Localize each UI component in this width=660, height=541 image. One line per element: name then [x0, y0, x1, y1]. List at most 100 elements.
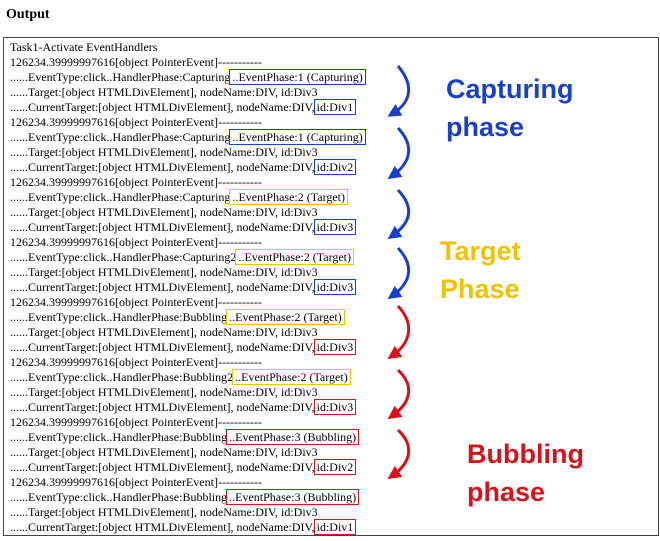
- event-phase-badge: ..EventPhase:2 (Target): [229, 189, 349, 205]
- log-current-target: ......CurrentTarget:[object HTMLDivEleme…: [10, 99, 357, 115]
- output-heading: Output: [6, 7, 50, 22]
- log-target: ......Target:[object HTMLDivElement], no…: [10, 445, 318, 460]
- current-target-id-badge: id:Div3: [313, 279, 357, 295]
- handler-phase-text: ......EventType:click..HandlerPhase:Bubb…: [10, 430, 228, 444]
- target-label-line1: Target: [440, 236, 521, 266]
- event-header-text: 126234.39999997616[object PointerEvent]-…: [10, 415, 262, 429]
- log-current-target: ......CurrentTarget:[object HTMLDivEleme…: [10, 459, 357, 475]
- target-text: ......Target:[object HTMLDivElement], no…: [10, 445, 318, 459]
- event-header-text: 126234.39999997616[object PointerEvent]-…: [10, 235, 262, 249]
- log-event-type: ......EventType:click..HandlerPhase:Bubb…: [10, 489, 360, 505]
- capture-arrow-1: [387, 65, 411, 117]
- bubble-arrow-1: [387, 304, 411, 360]
- log-current-target: ......CurrentTarget:[object HTMLDivEleme…: [10, 219, 357, 235]
- current-target-text: ......CurrentTarget:[object HTMLDivEleme…: [10, 280, 315, 294]
- log-event-header: 126234.39999997616[object PointerEvent]-…: [10, 475, 262, 490]
- log-event-header: 126234.39999997616[object PointerEvent]-…: [10, 295, 262, 310]
- handler-phase-text: ......EventType:click..HandlerPhase:Bubb…: [10, 370, 234, 384]
- current-target-text: ......CurrentTarget:[object HTMLDivEleme…: [10, 520, 315, 534]
- log-event-type: ......EventType:click..HandlerPhase:Capt…: [10, 129, 366, 145]
- handler-phase-text: ......EventType:click..HandlerPhase:Bubb…: [10, 490, 228, 504]
- target-text: ......Target:[object HTMLDivElement], no…: [10, 325, 318, 339]
- current-target-id-badge: id:Div1: [313, 519, 357, 535]
- log-event-type: ......EventType:click..HandlerPhase:Bubb…: [10, 369, 351, 385]
- capturing-label-line1: Capturing: [446, 74, 574, 104]
- log-target: ......Target:[object HTMLDivElement], no…: [10, 385, 318, 400]
- log-event-header: 126234.39999997616[object PointerEvent]-…: [10, 235, 262, 250]
- target-text: ......Target:[object HTMLDivElement], no…: [10, 205, 318, 219]
- event-header-text: 126234.39999997616[object PointerEvent]-…: [10, 115, 262, 129]
- log-target: ......Target:[object HTMLDivElement], no…: [10, 145, 318, 160]
- target-phase-label: Target Phase: [440, 232, 521, 308]
- handler-phase-text: ......EventType:click..HandlerPhase:Capt…: [10, 130, 231, 144]
- current-target-id-badge: id:Div2: [313, 459, 357, 475]
- event-phase-badge: ..EventPhase:3 (Bubbling): [226, 429, 360, 445]
- event-phase-badge: ..EventPhase:2 (Target): [232, 369, 351, 385]
- event-phase-badge: ..EventPhase:2 (Target): [226, 309, 345, 325]
- current-target-text: ......CurrentTarget:[object HTMLDivEleme…: [10, 460, 315, 474]
- log-event-header: 126234.39999997616[object PointerEvent]-…: [10, 55, 262, 70]
- log-target: ......Target:[object HTMLDivElement], no…: [10, 265, 318, 280]
- bubble-arrow-2: [387, 368, 410, 420]
- capturing-phase-label: Capturing phase: [446, 70, 574, 146]
- target-text: ......Target:[object HTMLDivElement], no…: [10, 265, 318, 279]
- current-target-text: ......CurrentTarget:[object HTMLDivEleme…: [10, 340, 315, 354]
- capture-arrow-2: [387, 126, 411, 180]
- current-target-id-badge: id:Div1: [313, 99, 357, 115]
- capturing-label-line2: phase: [446, 112, 525, 142]
- log-event-type: ......EventType:click..HandlerPhase:Capt…: [10, 189, 349, 205]
- bubbling-label-line1: Bubbling: [467, 439, 584, 469]
- log-target: ......Target:[object HTMLDivElement], no…: [10, 85, 318, 100]
- log-current-target: ......CurrentTarget:[object HTMLDivEleme…: [10, 519, 357, 535]
- target-text: ......Target:[object HTMLDivElement], no…: [10, 85, 318, 99]
- target-label-line2: Phase: [440, 274, 520, 304]
- capture-arrow-4: [387, 246, 411, 300]
- event-phase-badge: ..EventPhase:1 (Capturing): [229, 129, 366, 145]
- log-current-target: ......CurrentTarget:[object HTMLDivEleme…: [10, 399, 357, 415]
- handler-phase-text: ......EventType:click..HandlerPhase:Capt…: [10, 190, 231, 204]
- log-event-header: 126234.39999997616[object PointerEvent]-…: [10, 175, 262, 190]
- event-header-text: 126234.39999997616[object PointerEvent]-…: [10, 355, 262, 369]
- log-title: Task1-Activate EventHandlers: [10, 40, 157, 55]
- log-target: ......Target:[object HTMLDivElement], no…: [10, 325, 318, 340]
- log-target: ......Target:[object HTMLDivElement], no…: [10, 505, 318, 520]
- current-target-text: ......CurrentTarget:[object HTMLDivEleme…: [10, 100, 315, 114]
- target-text: ......Target:[object HTMLDivElement], no…: [10, 385, 318, 399]
- log-current-target: ......CurrentTarget:[object HTMLDivEleme…: [10, 279, 357, 295]
- target-text: ......Target:[object HTMLDivElement], no…: [10, 145, 318, 159]
- current-target-id-badge: id:Div3: [313, 399, 357, 415]
- bubble-arrow-3: [387, 428, 410, 480]
- event-header-text: 126234.39999997616[object PointerEvent]-…: [10, 55, 262, 69]
- log-event-header: 126234.39999997616[object PointerEvent]-…: [10, 355, 262, 370]
- current-target-id-badge: id:Div3: [313, 339, 357, 355]
- current-target-id-badge: id:Div2: [313, 159, 357, 175]
- log-event-type: ......EventType:click..HandlerPhase:Bubb…: [10, 429, 360, 445]
- target-text: ......Target:[object HTMLDivElement], no…: [10, 505, 318, 519]
- capture-arrow-3: [387, 188, 410, 240]
- event-header-text: 126234.39999997616[object PointerEvent]-…: [10, 295, 262, 309]
- event-header-text: 126234.39999997616[object PointerEvent]-…: [10, 475, 262, 489]
- current-target-text: ......CurrentTarget:[object HTMLDivEleme…: [10, 160, 315, 174]
- bubbling-phase-label: Bubbling phase: [467, 435, 584, 511]
- log-title-text: Task1-Activate EventHandlers: [10, 40, 158, 54]
- log-event-type: ......EventType:click..HandlerPhase:Bubb…: [10, 309, 345, 325]
- event-phase-badge: ..EventPhase:1 (Capturing): [229, 69, 366, 85]
- event-phase-badge: ..EventPhase:2 (Target): [235, 249, 355, 265]
- handler-phase-text: ......EventType:click..HandlerPhase:Bubb…: [10, 310, 228, 324]
- current-target-id-badge: id:Div3: [313, 219, 357, 235]
- current-target-text: ......CurrentTarget:[object HTMLDivEleme…: [10, 400, 315, 414]
- handler-phase-text: ......EventType:click..HandlerPhase:Capt…: [10, 250, 237, 264]
- event-header-text: 126234.39999997616[object PointerEvent]-…: [10, 175, 262, 189]
- log-event-header: 126234.39999997616[object PointerEvent]-…: [10, 415, 262, 430]
- log-current-target: ......CurrentTarget:[object HTMLDivEleme…: [10, 339, 357, 355]
- log-current-target: ......CurrentTarget:[object HTMLDivEleme…: [10, 159, 357, 175]
- log-event-header: 126234.39999997616[object PointerEvent]-…: [10, 115, 262, 130]
- handler-phase-text: ......EventType:click..HandlerPhase:Capt…: [10, 70, 231, 84]
- log-event-type: ......EventType:click..HandlerPhase:Capt…: [10, 69, 366, 85]
- log-target: ......Target:[object HTMLDivElement], no…: [10, 205, 318, 220]
- bubbling-label-line2: phase: [467, 477, 546, 507]
- event-phase-badge: ..EventPhase:3 (Bubbling): [226, 489, 360, 505]
- log-event-type: ......EventType:click..HandlerPhase:Capt…: [10, 249, 355, 265]
